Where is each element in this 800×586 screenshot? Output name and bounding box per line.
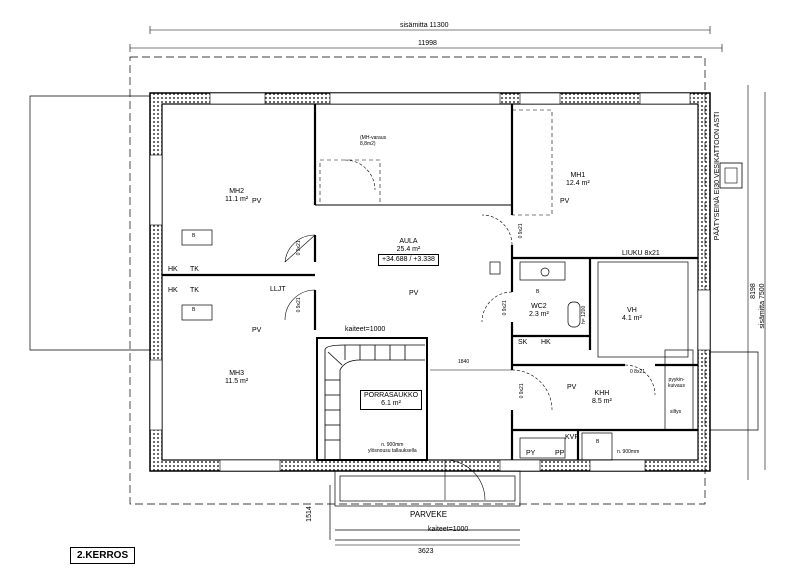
kvr-label: KVR bbox=[565, 434, 580, 441]
door-label-4: 0 9x21 bbox=[502, 300, 509, 316]
railing-top-note: kaiteet=1000 bbox=[345, 326, 386, 333]
exterior-walls bbox=[149, 92, 711, 472]
dim-right-interior: sisämitta 7500 bbox=[758, 283, 766, 329]
dim-hall-offset: 1840 bbox=[458, 359, 470, 365]
pv-mh1: PV bbox=[560, 198, 570, 205]
pv-khh: PV bbox=[567, 384, 577, 391]
stair bbox=[316, 337, 428, 461]
stair-note: n. 900mm ylösnousu tallauksella bbox=[368, 442, 417, 454]
bench-note: siltys bbox=[670, 409, 682, 415]
khh-note: n. 900mm bbox=[617, 449, 640, 455]
balcony bbox=[329, 470, 521, 546]
vent-label: LIUKU 8x21 bbox=[622, 250, 660, 257]
sk-label: SK bbox=[518, 339, 528, 346]
pp-label: PP bbox=[555, 450, 565, 457]
wc-fixtures bbox=[519, 261, 694, 459]
hk-lower: HK bbox=[168, 287, 178, 294]
door-label-6: 0 8x21 bbox=[630, 369, 646, 375]
pv-aula: PV bbox=[409, 290, 419, 297]
interior-walls bbox=[162, 104, 698, 460]
b-wc: B bbox=[536, 289, 540, 295]
door-label-3: 0 9x21 bbox=[518, 223, 525, 239]
vent-units bbox=[181, 229, 613, 461]
drying-note: pyykin- kuivaus bbox=[668, 377, 685, 389]
pv-mh3: PV bbox=[252, 327, 262, 334]
end-wall-note: PÄÄTYSEINÄ EI30 VESIKATTOON ASTI bbox=[713, 111, 721, 241]
dim-interior-width: sisämitta 11300 bbox=[400, 22, 449, 29]
windows bbox=[149, 92, 711, 472]
hk-upper: HK bbox=[168, 266, 178, 273]
dim-balcony-width: 3623 bbox=[418, 548, 434, 555]
dim-right-overall: 8198 bbox=[749, 283, 757, 299]
mh-reserve-note: (MH-varaus 8,8m2) bbox=[360, 135, 387, 147]
chimney bbox=[719, 162, 743, 189]
tk-upper: TK bbox=[190, 266, 199, 273]
hk-khh: HK bbox=[541, 339, 551, 346]
railing-balcony-note: kaiteet=1000 bbox=[428, 526, 469, 533]
b-khh: B bbox=[596, 439, 600, 445]
outer-boundary bbox=[129, 56, 706, 505]
wall-hatch bbox=[150, 93, 710, 471]
b-lower: B bbox=[192, 307, 196, 313]
aula-levels: +34.688 / +3.338 bbox=[378, 254, 439, 267]
b-upper: B bbox=[192, 233, 196, 239]
floor-title: 2.KERROS bbox=[70, 547, 136, 564]
door-label-1: 0 9x21 bbox=[296, 240, 303, 256]
llot-label: LLJT bbox=[270, 286, 286, 293]
dim-overall-width: 11998 bbox=[418, 40, 437, 47]
pv-mh2: PV bbox=[252, 198, 262, 205]
door-label-7: h= 1200 bbox=[581, 305, 588, 324]
left-extension bbox=[29, 95, 150, 351]
closets bbox=[319, 109, 553, 216]
door-label-2: 0 9x21 bbox=[296, 297, 303, 313]
dim-balcony-depth: 1514 bbox=[305, 506, 313, 522]
py-label: PY bbox=[526, 450, 536, 457]
door-label-5: 0 9x21 bbox=[519, 383, 526, 399]
tk-lower: TK bbox=[190, 287, 199, 294]
door-swings bbox=[284, 159, 656, 501]
parveke-label: PARVEKE bbox=[410, 510, 448, 519]
